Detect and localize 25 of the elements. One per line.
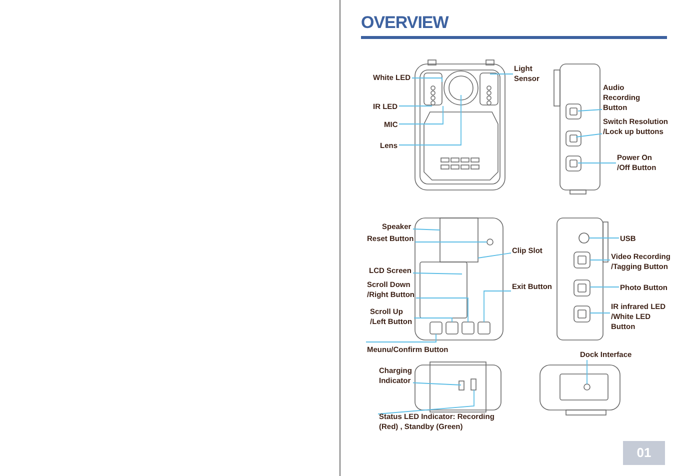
leader-line bbox=[366, 334, 436, 342]
round-button bbox=[486, 238, 494, 246]
leader-line bbox=[578, 162, 616, 164]
leader-line bbox=[478, 252, 512, 258]
leader-line bbox=[398, 106, 444, 124]
leader-line bbox=[414, 318, 452, 322]
square-button bbox=[446, 322, 458, 334]
leader-line bbox=[412, 382, 462, 386]
leader-line bbox=[412, 272, 462, 274]
square-button bbox=[430, 322, 442, 334]
leader-line bbox=[576, 133, 602, 138]
page-title: OVERVIEW bbox=[361, 13, 448, 33]
square-button bbox=[478, 322, 490, 334]
leader-line bbox=[590, 312, 610, 314]
leader-line bbox=[586, 360, 588, 384]
leader-line bbox=[416, 298, 468, 322]
leader-line bbox=[398, 94, 462, 146]
page-number: 01 bbox=[623, 441, 665, 465]
leader-line bbox=[412, 228, 440, 230]
leader-line bbox=[484, 290, 512, 322]
square-button bbox=[462, 322, 474, 334]
leader-line bbox=[378, 390, 474, 414]
leader-line bbox=[590, 286, 620, 288]
leader-line bbox=[578, 109, 602, 112]
leader-line bbox=[412, 78, 442, 82]
